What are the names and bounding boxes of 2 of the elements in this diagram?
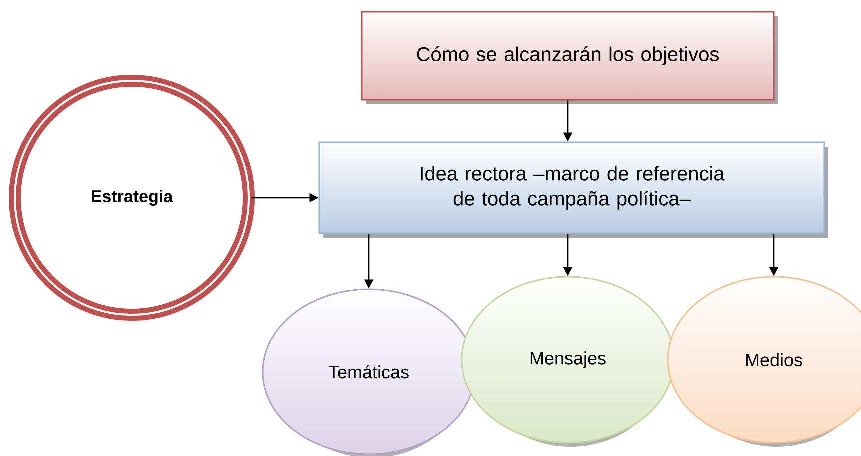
heading-box: Cómo se alcanzarán los objetivos: [361, 11, 778, 104]
process-box: Idea rectora –marco de referencia de toda campaña política–: [318, 142, 828, 238]
